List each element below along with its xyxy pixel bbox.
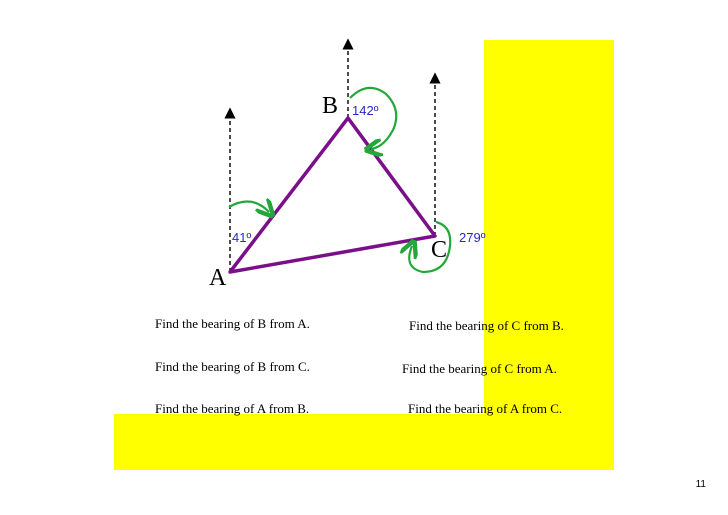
triangle-abc	[228, 116, 437, 274]
question-a-from-b: Find the bearing of A from B.	[155, 401, 310, 416]
bearing-arc-a	[228, 202, 269, 212]
slide-content	[16, 16, 484, 414]
vertex-label-b: B	[322, 93, 338, 119]
question-a-from-c: Find the bearing of A from C.	[408, 401, 563, 416]
bearing-label-a: 41º	[232, 230, 251, 245]
bearing-arc-c	[409, 220, 452, 274]
question-c-from-a: Find the bearing of C from A.	[402, 361, 557, 376]
question-c-from-b: Find the bearing of C from B.	[409, 318, 564, 333]
bearing-label-b: 142º	[352, 103, 379, 118]
page-number: 11	[695, 479, 706, 490]
question-b-from-c: Find the bearing of B from C.	[155, 359, 310, 374]
vertex-label-c: C	[431, 237, 447, 263]
bearing-label-c: 279º	[459, 230, 486, 245]
question-b-from-a: Find the bearing of B from A.	[155, 316, 310, 331]
bearing-arc-b	[349, 86, 398, 149]
vertex-label-a: A	[209, 265, 227, 291]
